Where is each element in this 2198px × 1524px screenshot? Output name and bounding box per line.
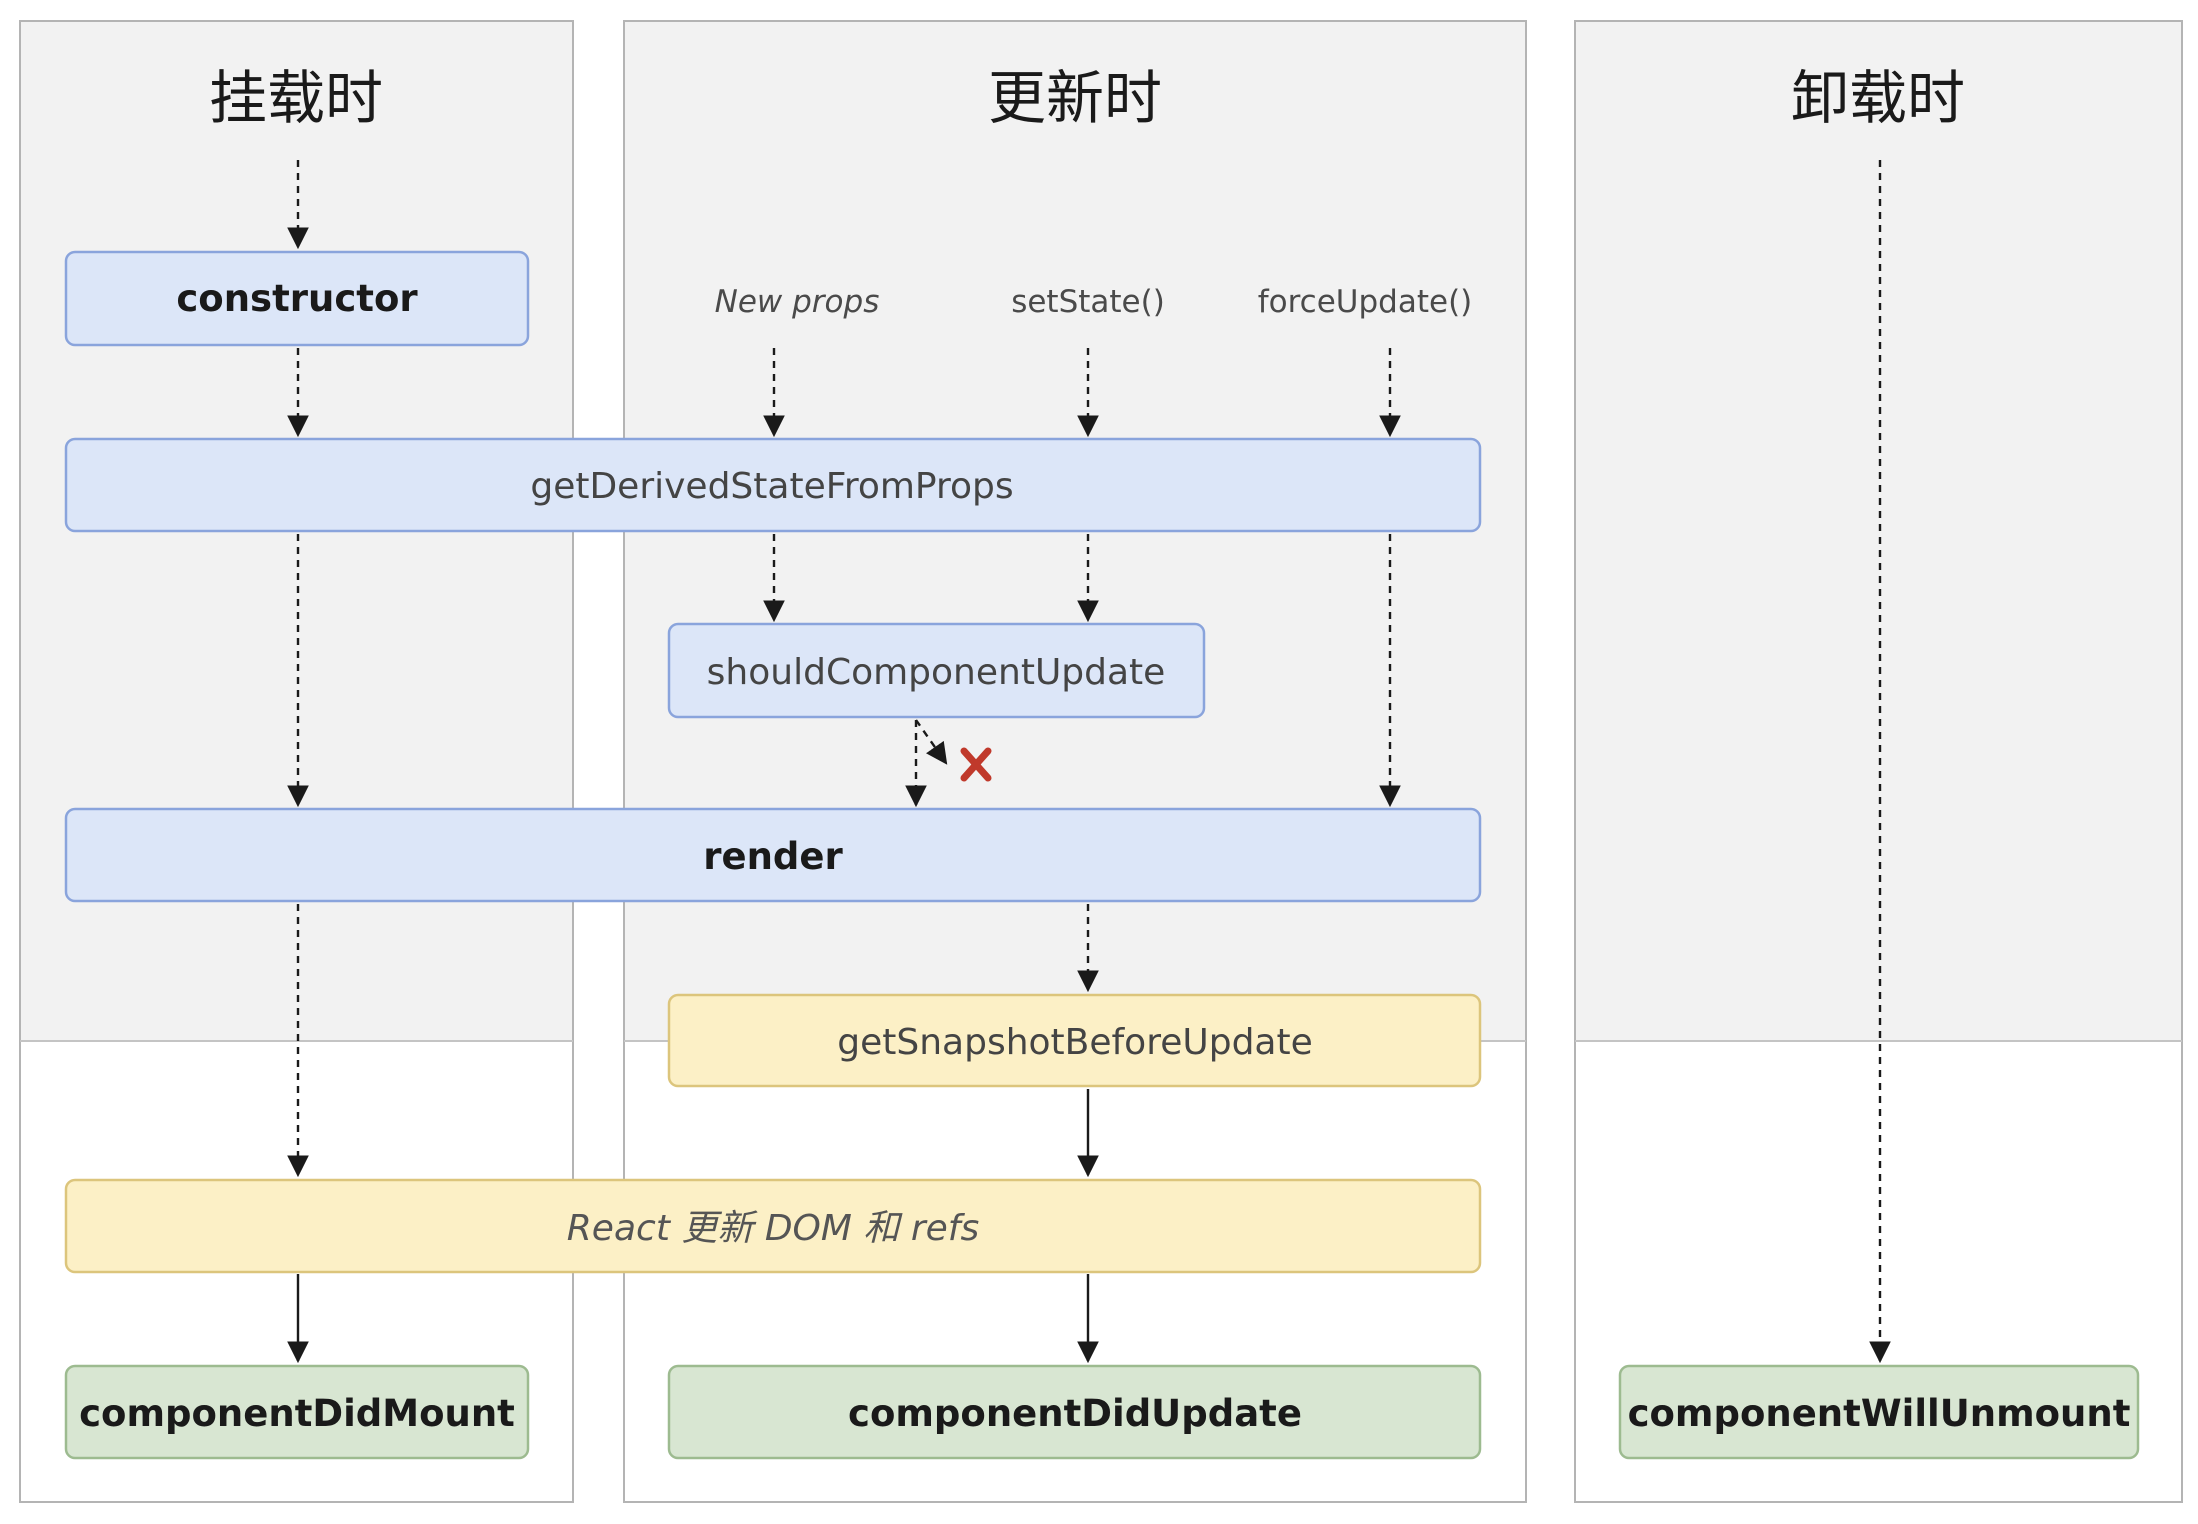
- node-component-did-update-label: componentDidUpdate: [848, 1392, 1302, 1435]
- update-column-title: 更新时: [988, 64, 1162, 132]
- node-constructor: constructor: [64, 250, 530, 347]
- node-component-will-unmount: componentWillUnmount: [1618, 1364, 2140, 1460]
- node-react-updates-dom: React 更新 DOM 和 refs: [64, 1178, 1482, 1274]
- node-react-updates-dom-label: React 更新 DOM 和 refs: [567, 1208, 979, 1249]
- flow-arrows: [287, 160, 1891, 1364]
- arrow-scu-to-stop: [915, 719, 948, 765]
- node-component-did-mount-label: componentDidMount: [79, 1392, 515, 1435]
- trigger-force-update: forceUpdate(): [1258, 284, 1473, 320]
- node-component-did-mount: componentDidMount: [64, 1364, 530, 1460]
- node-should-component-update-label: shouldComponentUpdate: [707, 652, 1166, 693]
- mount-column: [19, 20, 574, 1503]
- mount-column-title: 挂载时: [209, 64, 383, 132]
- node-component-will-unmount-label: componentWillUnmount: [1628, 1392, 2131, 1435]
- unmount-column: [1574, 20, 2183, 1503]
- node-component-did-update: componentDidUpdate: [667, 1364, 1482, 1460]
- node-get-snapshot-before-update: getSnapshotBeforeUpdate: [667, 993, 1482, 1088]
- unmount-column-title: 卸载时: [1791, 64, 1965, 132]
- node-get-derived-state-from-props: getDerivedStateFromProps: [64, 437, 1482, 533]
- node-get-snapshot-before-update-label: getSnapshotBeforeUpdate: [837, 1022, 1313, 1063]
- trigger-set-state: setState(): [1011, 284, 1165, 320]
- node-get-derived-state-from-props-label: getDerivedStateFromProps: [530, 466, 1013, 507]
- stop-x-icon: [960, 747, 992, 782]
- node-render-label: render: [703, 835, 843, 878]
- node-should-component-update: shouldComponentUpdate: [667, 622, 1206, 719]
- node-constructor-label: constructor: [176, 277, 418, 320]
- trigger-new-props: New props: [715, 284, 880, 320]
- node-render: render: [64, 807, 1482, 903]
